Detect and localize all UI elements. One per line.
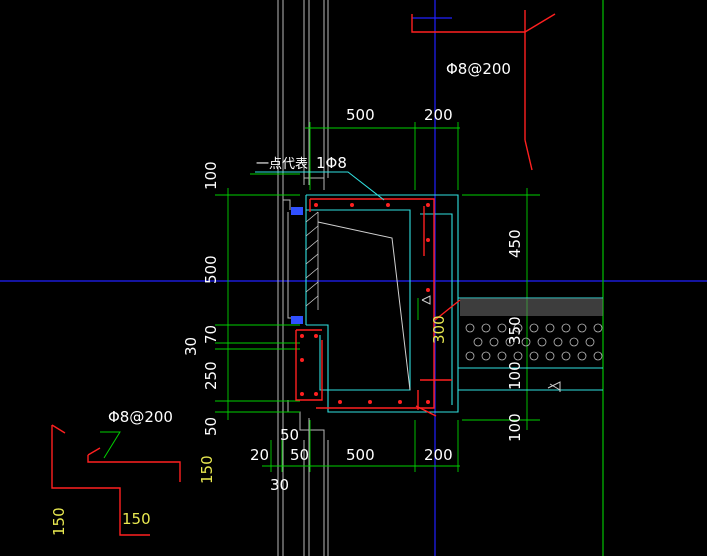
dim-right-100-upper: 100	[506, 361, 524, 390]
dim-left-70: 70	[202, 325, 220, 344]
dim-inner-300: 300	[430, 315, 448, 344]
dim-top-500: 500	[346, 106, 375, 124]
section-marks	[421, 295, 561, 392]
concrete-outline	[305, 194, 603, 413]
detail-150-left: 150	[50, 507, 68, 536]
rebar-lines	[51, 10, 556, 536]
dim-bottom-50: 50	[290, 446, 309, 464]
dim-bottom-500: 500	[346, 446, 375, 464]
dim-mid-50: 50	[280, 426, 299, 444]
dim-bottom-30: 30	[270, 476, 289, 494]
slope-line	[317, 221, 411, 391]
dim-left-500: 500	[202, 255, 220, 284]
dimension-lines	[215, 122, 540, 472]
dim-left-100: 100	[202, 161, 220, 190]
dim-bottom-200: 200	[424, 446, 453, 464]
dim-right-450: 450	[506, 229, 524, 258]
dim-bottom-20: 20	[250, 446, 269, 464]
dim-top-200: 200	[424, 106, 453, 124]
window-frame	[277, 0, 329, 556]
detail-150-right: 150	[198, 455, 216, 484]
rebar-detail-shape	[51, 425, 150, 536]
rebar-dots	[300, 203, 430, 404]
dim-left-30: 30	[182, 337, 200, 356]
rebar-top-right-label: Φ8@200	[446, 60, 511, 78]
detail-leader	[100, 431, 121, 459]
insulation-hatch	[305, 211, 319, 310]
dot-legend-bar-label: 1Φ8	[316, 154, 347, 172]
dim-right-100-lower: 100	[506, 413, 524, 442]
sealant-blocks	[291, 207, 303, 324]
dot-legend-label: 一点代表	[256, 157, 308, 172]
floor-slab	[460, 298, 603, 391]
dim-right-350: 350	[506, 316, 524, 345]
dim-left-50: 50	[202, 417, 220, 436]
detail-150-bottom: 150	[122, 510, 151, 528]
dot-legend-leader	[255, 171, 385, 201]
rebar-top-right-shape	[411, 14, 526, 140]
dim-left-250: 250	[202, 361, 220, 390]
rebar-bottom-left-label: Φ8@200	[108, 408, 173, 426]
